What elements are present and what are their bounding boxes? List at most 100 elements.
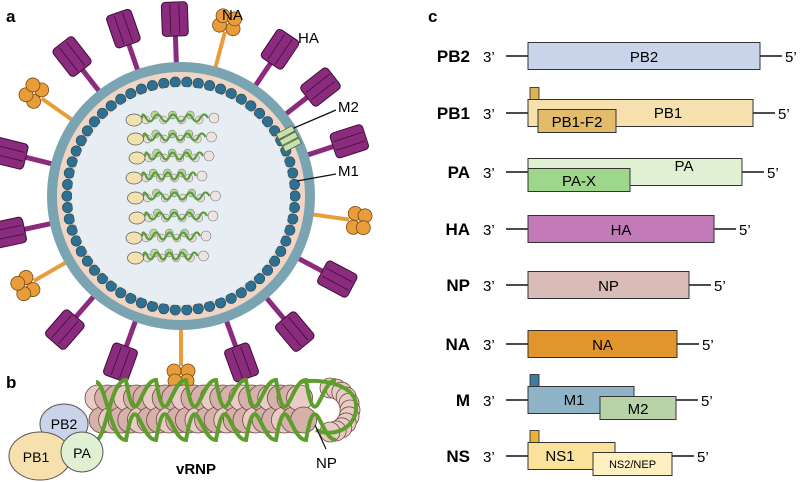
m1-bead [62, 178, 74, 190]
m1-bead [254, 273, 266, 285]
ha-head [0, 136, 29, 170]
orf-main-label: PA [675, 158, 694, 175]
vrnp-diagram: NP PB2 PB1 PA vRNP [8, 377, 361, 481]
segment-name: NS [446, 447, 470, 466]
orf-main-np [527, 271, 690, 299]
m1-bead [181, 76, 193, 88]
end-3-label: 3’ [483, 106, 495, 123]
orf-overlap-pa-x [527, 168, 631, 192]
m1-bead [287, 213, 299, 225]
ha-head-groove [305, 73, 330, 94]
ha-head-groove [0, 224, 22, 232]
m1-bead [192, 303, 204, 315]
rna-hairpin [299, 378, 359, 435]
orf-overlap-ns2-nep [592, 452, 673, 476]
m1-bead [235, 287, 247, 299]
m1-label: M1 [338, 163, 359, 180]
ha-head-groove [0, 153, 23, 162]
m1-bead [135, 297, 147, 309]
ha-head-groove [110, 346, 122, 376]
rnp-rna [142, 132, 207, 142]
end-5-label: 5’ [697, 449, 709, 466]
orf-overlap-label: NS2/NEP [609, 459, 656, 471]
pb2-label: PB2 [51, 416, 78, 432]
rnp-loop [206, 131, 217, 143]
m1-bead [125, 88, 137, 100]
end-3-label: 3’ [483, 278, 495, 295]
orf-main-na [527, 330, 678, 358]
orf-main-pb2 [527, 42, 761, 70]
ha-spike-2 [250, 28, 300, 92]
ha-stalk [79, 66, 105, 97]
m2-label: M2 [338, 99, 359, 116]
m1-bead [225, 88, 237, 100]
end-3-label: 3’ [483, 165, 495, 182]
ha-head-groove [325, 267, 353, 283]
m1-bead [269, 255, 281, 267]
na-stalk [40, 96, 78, 125]
end-3-label: 3’ [483, 337, 495, 354]
m1-bead [61, 190, 73, 202]
ha-spike-16 [52, 36, 105, 97]
orf-overlap-m2 [599, 396, 677, 420]
rnp-5 [127, 188, 221, 205]
m1-bead [89, 264, 101, 276]
rnp-polymerase [127, 251, 144, 265]
m1-bead [289, 190, 301, 202]
orf-main-label: PB1 [654, 105, 682, 122]
m2-helix [282, 137, 302, 153]
m1-bead [235, 93, 247, 105]
end-5-label: 5’ [702, 337, 714, 354]
ha-head-groove [51, 315, 72, 339]
ha-head [275, 311, 315, 352]
m1-bead [62, 202, 74, 214]
m1-bead [81, 255, 93, 267]
pa-subunit [60, 431, 104, 473]
end-5-label: 5’ [701, 393, 713, 410]
rnp-loop [207, 210, 219, 222]
end-5-label: 5’ [778, 106, 790, 123]
ha-head-groove [58, 320, 79, 345]
rnp-6 [128, 208, 219, 225]
rnp-rna [140, 231, 201, 241]
orf-overlap-label: M2 [628, 401, 649, 418]
ha-head-groove [66, 41, 86, 66]
m1-bead [245, 280, 257, 292]
m1-bead [96, 107, 108, 119]
orf-main-label: HA [611, 222, 632, 239]
ha-head-groove [288, 316, 309, 341]
rnp-loop [196, 170, 208, 182]
ha-head-groove [240, 346, 252, 376]
segment-name: PB2 [437, 47, 470, 66]
rnp-polymerase [125, 171, 143, 185]
end-3-label: 3’ [483, 49, 495, 66]
na-spike-5 [307, 206, 373, 236]
ha-head-groove [281, 322, 302, 347]
m1-bead [181, 304, 193, 316]
end-3-label: 3’ [483, 393, 495, 410]
m1-bead [146, 300, 158, 312]
segment-name: M [456, 391, 470, 410]
ha-head [300, 67, 341, 107]
na-head-lobe [10, 275, 26, 291]
m2-ion-channel [275, 125, 302, 153]
rnp-1 [125, 110, 220, 127]
ha-head-groove [267, 34, 285, 60]
orf-overlap-label: PB1-F2 [552, 114, 603, 131]
orf-main-label: NS1 [545, 448, 574, 465]
m1-matrix-layer [61, 76, 301, 316]
ha-stalk [72, 290, 99, 320]
na-spike-12 [10, 258, 72, 302]
na-stalk [307, 211, 350, 222]
ha-head-groove [178, 3, 181, 34]
rnp-segments [125, 110, 221, 265]
rnp-rna [143, 151, 204, 161]
ha-stalk [250, 60, 274, 92]
m1-bead [70, 145, 82, 157]
segment-name: PA [448, 163, 470, 182]
rnp-loop [210, 190, 221, 202]
